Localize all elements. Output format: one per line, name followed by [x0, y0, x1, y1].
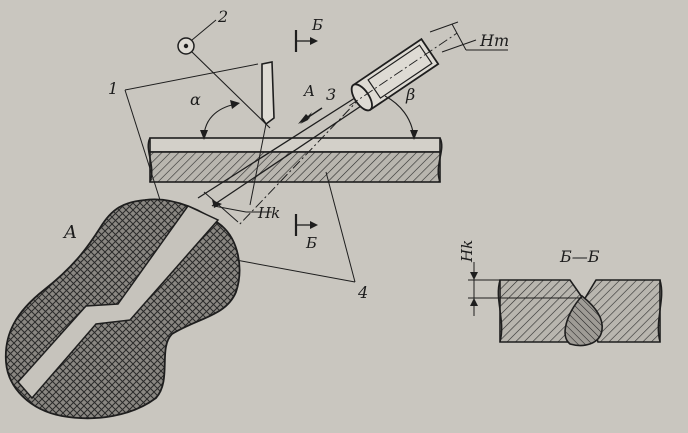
callout-1: 1 [108, 79, 118, 98]
section-marker-bottom: Б [294, 214, 318, 252]
callout-4: 4 [357, 283, 368, 302]
view-a-label: A [62, 222, 77, 243]
alpha-label: α [190, 90, 201, 109]
direction-a-arrow: A 3 [298, 82, 336, 124]
ht-dimension: Hт [429, 21, 509, 53]
gas-jet-source: 2 [177, 7, 271, 129]
alpha-angle: α [190, 90, 240, 140]
cross-section-bb: Б—Б Hk [458, 240, 663, 347]
hk-main-dimension: Hk [203, 191, 280, 223]
section-mark-bottom-label: Б [305, 234, 317, 252]
section-title: Б—Б [559, 247, 600, 266]
callout-3: 3 [326, 85, 336, 104]
section-marker-top: Б [294, 16, 323, 52]
hk-main-label: Hk [257, 204, 280, 222]
workpiece-plate [147, 137, 443, 183]
callout-4-leaders: 4 [235, 171, 368, 302]
ht-label: Hт [479, 31, 509, 50]
shield-plate [249, 61, 275, 206]
section-mark-top-label: Б [311, 16, 323, 34]
hk-section-label: Hk [458, 240, 476, 263]
beta-label: β [405, 85, 415, 104]
beta-angle: β [384, 85, 418, 140]
direction-a-label: A [302, 82, 315, 100]
callout-2: 2 [217, 7, 228, 26]
laser-beam [197, 95, 365, 227]
callout-1-leaders: 1 [108, 63, 259, 201]
laser-nozzle [349, 32, 458, 112]
magnified-section-a [4, 198, 241, 420]
